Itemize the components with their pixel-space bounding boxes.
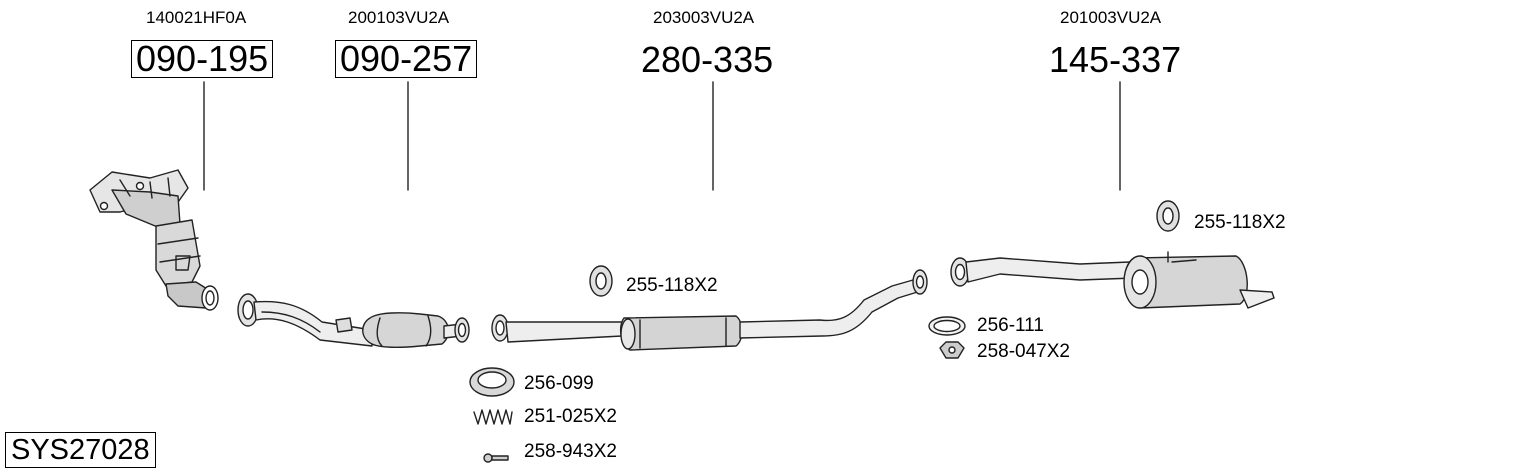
accessory-label-hanger-rear[interactable]: 255-118X2: [1194, 212, 1286, 233]
accessory-label-flange-gasket[interactable]: 256-099: [524, 373, 594, 394]
rubber-hanger-icon: [589, 265, 613, 297]
rubber-hanger-icon: [1156, 200, 1180, 232]
part-number-145-337[interactable]: 145-337: [1049, 39, 1182, 80]
part-number-280-335[interactable]: 280-335: [641, 39, 774, 80]
flange-gasket-icon: [469, 367, 515, 397]
accessory-label-bolt[interactable]: 258-943X2: [524, 441, 617, 462]
accessory-label-ring-gasket[interactable]: 256-111: [977, 315, 1044, 336]
accessory-label-nut[interactable]: 258-047X2: [977, 341, 1070, 362]
nut-icon: [939, 341, 965, 359]
part-number-090-257[interactable]: 090-257: [335, 40, 478, 78]
system-code: SYS27028: [5, 432, 156, 468]
front-pipe-part: [237, 293, 470, 349]
rear-silencer-part: [950, 251, 1275, 309]
oem-label-3: 203003VU2A: [653, 8, 755, 27]
part-number-090-195[interactable]: 090-195: [131, 40, 274, 78]
oem-label-4: 201003VU2A: [1060, 8, 1162, 27]
oem-label-2: 200103VU2A: [348, 8, 450, 27]
bolt-icon: [483, 453, 509, 463]
intermediate-pipe-part: [491, 269, 928, 351]
accessory-label-spring[interactable]: 251-025X2: [524, 406, 617, 427]
oem-label-1: 140021HF0A: [146, 8, 247, 27]
accessory-label-hanger-mid[interactable]: 255-118X2: [626, 275, 718, 296]
ring-gasket-icon: [928, 316, 966, 336]
spring-icon: [473, 409, 513, 425]
manifold-catalyst-part: [89, 169, 219, 311]
